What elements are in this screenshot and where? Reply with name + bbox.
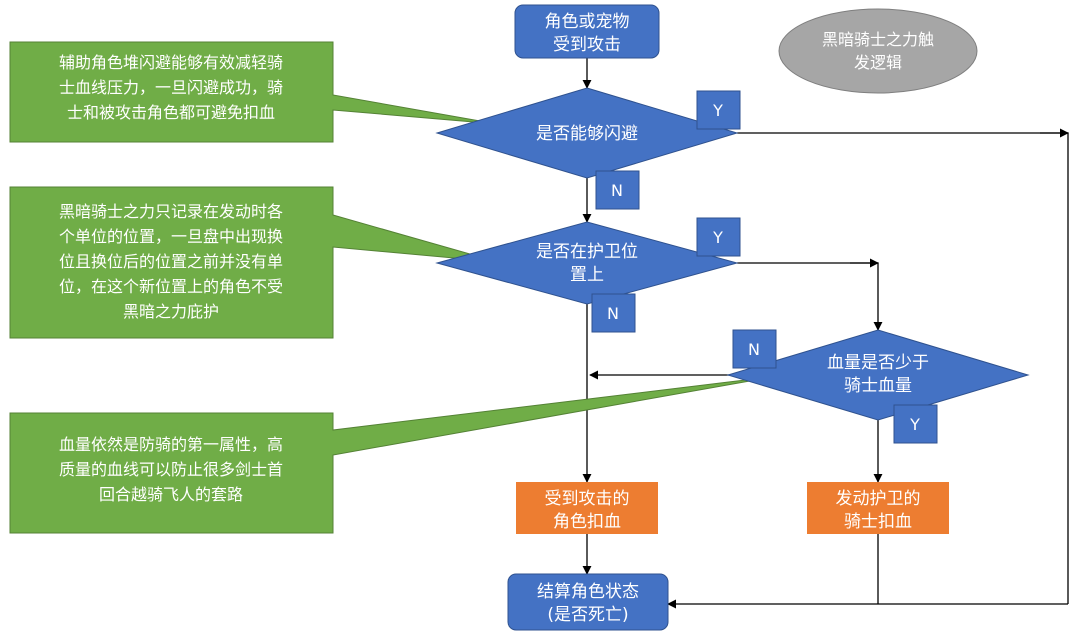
note-guard-line-5: 黑暗之力庇护 xyxy=(123,302,219,321)
note-hp-line-1: 血量依然是防骑的第一属性，高 xyxy=(59,435,283,454)
end-node-line-2: (是否死亡) xyxy=(547,605,628,625)
decision-guard-line-1: 是否在护卫位 xyxy=(536,242,638,262)
start-node-line-1: 角色或宠物 xyxy=(545,12,630,32)
label-hp-yes: Y xyxy=(893,404,938,444)
note-guard-shape xyxy=(9,186,499,339)
action-attacked-line-1: 受到攻击的 xyxy=(545,489,630,509)
action-knight-line-2: 骑士扣血 xyxy=(844,512,912,532)
label-dodge-yes-box xyxy=(696,90,741,130)
label-hp-no-box xyxy=(732,329,777,369)
connectors xyxy=(582,58,1069,609)
note-dodge: 辅助角色堆闪避能够有效减轻骑 士血线压力，一旦闪避成功，骑 士和被攻击角色都可避… xyxy=(9,41,498,143)
label-guard-yes-text: Y xyxy=(712,228,723,247)
action-knight-shape xyxy=(807,482,949,534)
decision-hp-line-2: 骑士血量 xyxy=(844,376,912,396)
action-attacked-shape xyxy=(516,482,658,534)
note-guard-line-1: 黑暗骑士之力只记录在发动时各 xyxy=(59,202,283,221)
title-ellipse-shape xyxy=(778,8,978,94)
label-dodge-no-box xyxy=(595,170,640,210)
end-node: 结算角色状态 (是否死亡) xyxy=(507,573,669,631)
label-guard-yes: Y xyxy=(696,217,741,257)
label-guard-yes-box xyxy=(696,217,741,257)
title-ellipse-line-1: 黑暗骑士之力触 xyxy=(822,30,934,49)
action-attacked-loses-hp: 受到攻击的 角色扣血 xyxy=(516,482,658,534)
title-ellipse: 黑暗骑士之力触 发逻辑 xyxy=(778,8,978,94)
label-dodge-yes-text: Y xyxy=(712,101,723,120)
label-dodge-no: N xyxy=(595,170,640,210)
start-node-line-2: 受到攻击 xyxy=(553,35,621,55)
decision-dodge-shape xyxy=(435,87,739,179)
title-ellipse-line-2: 发逻辑 xyxy=(854,53,902,72)
decision-guard-shape xyxy=(435,221,739,305)
decision-hp-shape xyxy=(726,329,1030,421)
label-hp-no-text: N xyxy=(748,340,760,359)
note-guard-position: 黑暗骑士之力只记录在发动时各 个单位的位置，一旦盘中出现换 位且换位后的位置之前… xyxy=(9,186,499,339)
start-node: 角色或宠物 受到攻击 xyxy=(514,4,660,59)
arrow-guard-yes xyxy=(737,262,883,331)
note-guard-line-4: 位，在这个新位置上的角色不受 xyxy=(59,277,283,296)
end-node-shape xyxy=(507,573,669,631)
label-guard-no: N xyxy=(591,293,636,333)
note-dodge-line-2: 士血线压力，一旦闪避成功，骑 xyxy=(59,78,283,97)
label-guard-no-box xyxy=(591,293,636,333)
decision-guard-line-2: 置上 xyxy=(570,265,604,285)
decision-hp-line-1: 血量是否少于 xyxy=(827,353,929,373)
decision-dodge-text: 是否能够闪避 xyxy=(536,124,638,144)
note-dodge-line-3: 士和被攻击角色都可避免扣血 xyxy=(67,103,275,122)
note-dodge-shape xyxy=(9,41,498,143)
decision-dodge: 是否能够闪避 xyxy=(435,87,739,179)
label-dodge-no-text: N xyxy=(611,181,623,200)
note-hp-line-2: 质量的血线可以防止很多剑士首 xyxy=(59,460,283,479)
label-hp-no: N xyxy=(732,329,777,369)
decision-hp: 血量是否少于 骑士血量 xyxy=(726,329,1030,421)
note-hp-shape xyxy=(9,375,779,534)
end-node-line-1: 结算角色状态 xyxy=(537,582,639,602)
note-hp: 血量依然是防骑的第一属性，高 质量的血线可以防止很多剑士首 回合越骑飞人的套路 xyxy=(9,375,779,534)
note-guard-line-3: 位且换位后的位置之前并没有单 xyxy=(59,252,283,271)
decision-guard: 是否在护卫位 置上 xyxy=(435,221,739,305)
action-knight-line-1: 发动护卫的 xyxy=(836,489,921,509)
label-hp-yes-text: Y xyxy=(909,415,920,434)
label-dodge-yes: Y xyxy=(696,90,741,130)
note-dodge-line-1: 辅助角色堆闪避能够有效减轻骑 xyxy=(59,53,283,72)
action-knight-loses-hp: 发动护卫的 骑士扣血 xyxy=(807,482,949,534)
note-guard-line-2: 个单位的位置，一旦盘中出现换 xyxy=(59,227,283,246)
action-attacked-line-2: 角色扣血 xyxy=(553,512,621,532)
note-hp-line-3: 回合越骑飞人的套路 xyxy=(99,485,243,504)
start-node-shape xyxy=(514,4,660,59)
label-hp-yes-box xyxy=(893,404,938,444)
label-guard-no-text: N xyxy=(607,304,619,323)
